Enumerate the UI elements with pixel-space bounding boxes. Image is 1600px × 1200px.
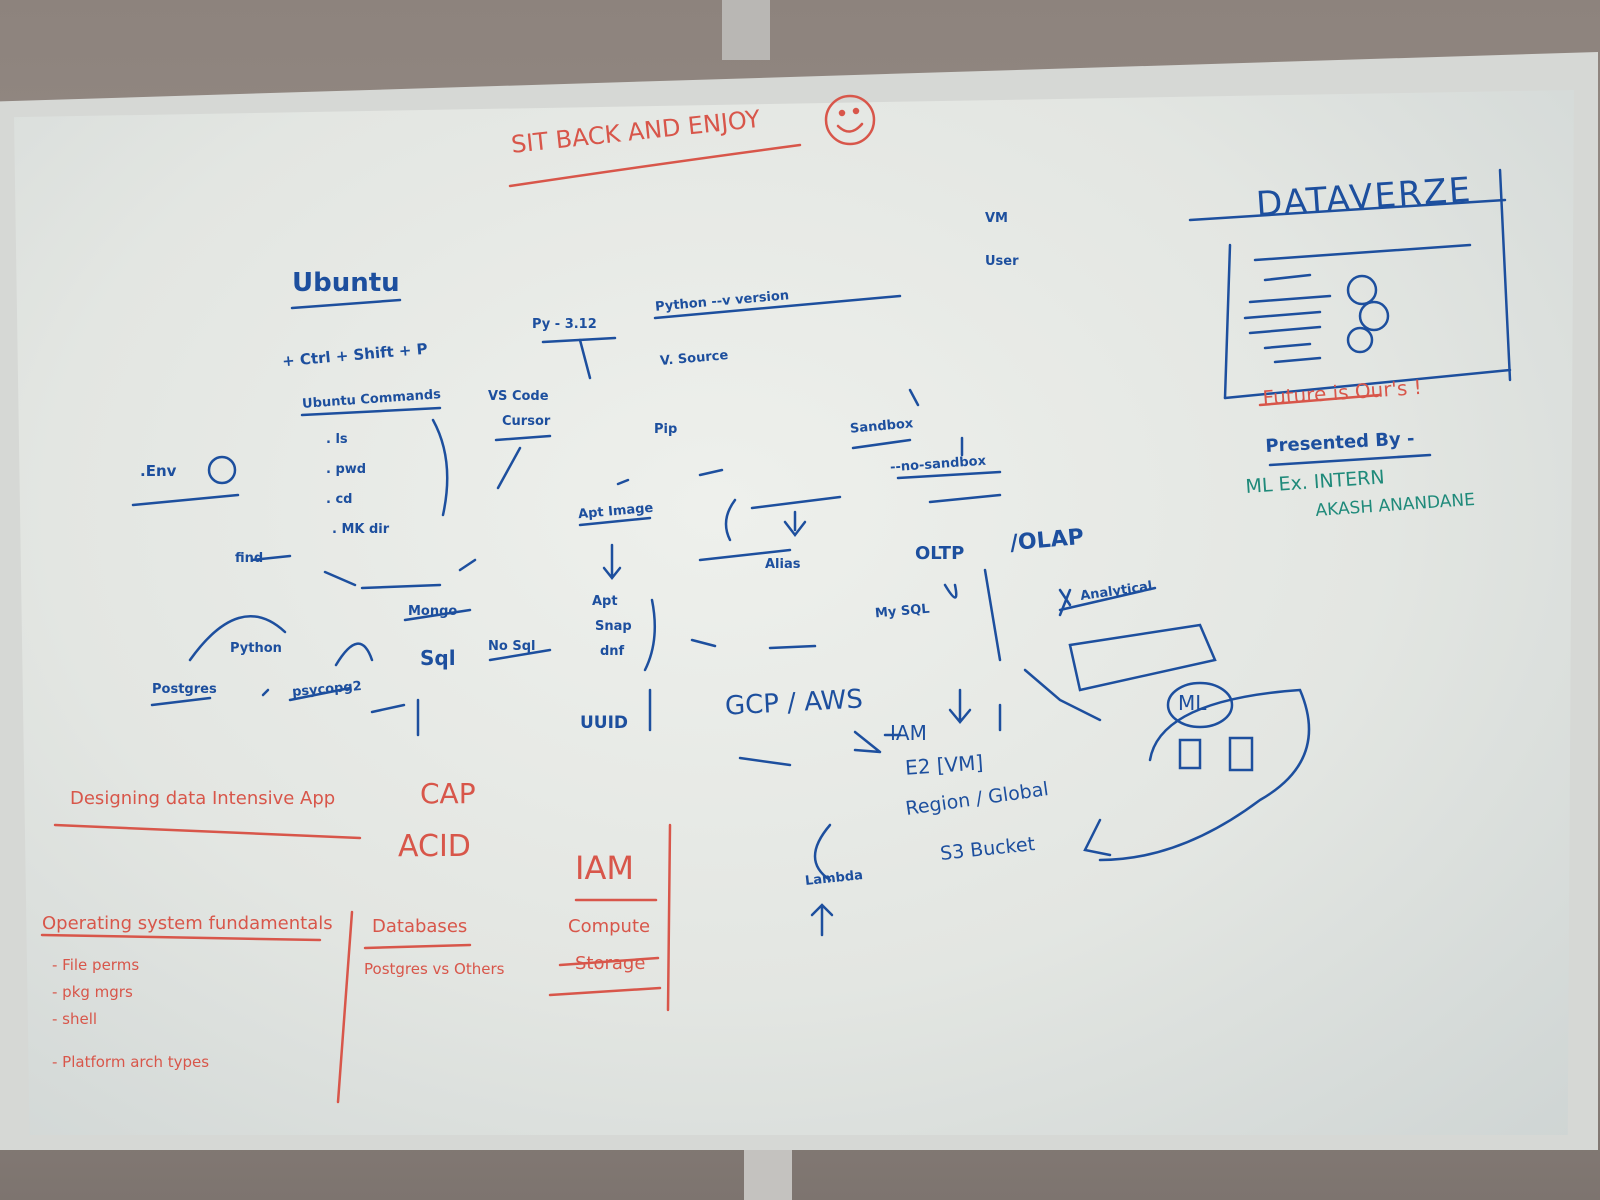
cloud-ec2: E2 [VM] — [904, 750, 985, 780]
os-item-pkg: - pkg mgrs — [52, 983, 133, 1001]
wall-partition-top — [722, 0, 770, 60]
pkg-snap: Snap — [595, 619, 632, 634]
sql-label: Sql — [420, 646, 456, 670]
iam-title: IAM — [575, 849, 634, 887]
storage-label: Storage — [575, 953, 646, 974]
os-item-perms: - File perms — [52, 956, 140, 974]
os-item-shell: - shell — [52, 1010, 98, 1028]
ubuntu-title: Ubuntu — [292, 268, 400, 298]
nosql-label: No Sql — [488, 639, 536, 654]
cmd-ls: . ls — [326, 432, 348, 447]
cursor-label: Cursor — [502, 414, 551, 429]
pip-label: Pip — [654, 422, 678, 437]
postgres-label: Postgres — [152, 682, 217, 697]
cloud-iam: IAM — [890, 721, 927, 745]
design-note: Designing data Intensive App — [70, 788, 336, 809]
pkg-dnf: dnf — [600, 644, 625, 659]
oltp-label: OLTP — [915, 543, 965, 564]
cap-label: CAP — [420, 777, 476, 810]
os-item-platform: - Platform arch types — [52, 1053, 210, 1071]
compute-label: Compute — [568, 916, 651, 937]
ml-label: ML — [1178, 691, 1207, 715]
find-cmd: find - — [235, 551, 274, 566]
cmd-cd: . cd — [326, 492, 353, 507]
mongo-label: Mongo — [408, 604, 458, 619]
vm-label: VM — [985, 211, 1008, 226]
vscode-label: VS Code — [488, 389, 549, 404]
cmd-pwd: . pwd — [326, 462, 367, 477]
python-label: Python — [230, 641, 282, 656]
whiteboard-surface — [14, 90, 1574, 1135]
wall-partition-bottom — [744, 1140, 792, 1200]
user-label: User — [985, 254, 1019, 269]
cloud-title: GCP / AWS — [724, 684, 864, 722]
databases-note: Postgres vs Others — [364, 960, 505, 978]
acid-label: ACID — [398, 829, 471, 864]
env-label: .Env — [140, 462, 177, 480]
cmd-mkdir: . MK dir — [332, 522, 390, 537]
uuid-label: UUID — [580, 713, 629, 733]
alias-label: Alias — [765, 557, 801, 572]
os-title: Operating system fundamentals — [42, 913, 333, 934]
databases-title: Databases — [372, 916, 468, 937]
py-version: Py - 3.12 — [532, 317, 597, 332]
pkg-apt: Apt — [592, 594, 618, 609]
